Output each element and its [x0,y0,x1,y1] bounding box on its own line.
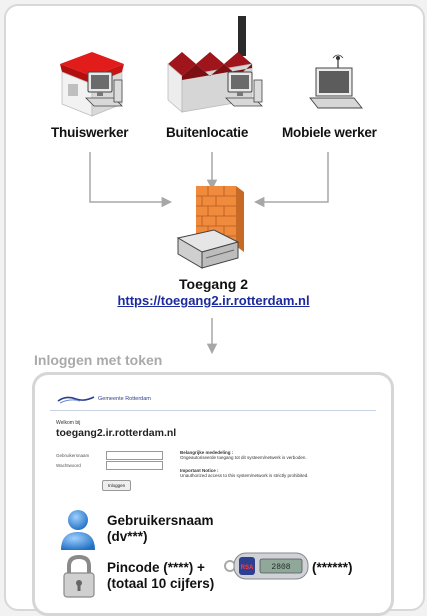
username-hint-line2: (dv***) [107,529,148,544]
laptop-icon [309,54,363,109]
lock-icon [63,554,95,598]
notice-nl: Belangrijke mededeling : Ongeautoriseerd… [180,450,370,460]
notice-nl-text: Ongeautoriseerde toegang tot dit systeem… [180,455,307,460]
login-page-screenshot: Gemeente Rotterdam Welkom bij toegang2.i… [50,388,376,500]
username-hint-line1: Gebruikersnaam [107,513,214,528]
password-field[interactable] [106,461,163,470]
org-name: Gemeente Rotterdam [98,396,151,402]
login-section-label: Inloggen met token [34,352,163,368]
token-display: 2808 [271,563,290,572]
firewall-icon [176,186,244,269]
thuiswerker-label: Thuiswerker [51,125,129,140]
buitenlocatie-label: Buitenlocatie [166,125,249,140]
computer-icon [225,71,263,107]
notice-en-text: Unauthorized access to this system/netwo… [180,473,309,478]
username-field[interactable] [106,451,163,460]
notice-en: Important Notice : Unauthorized access t… [180,468,370,478]
login-button[interactable]: Inloggen [102,480,131,491]
login-page-header: Gemeente Rotterdam [50,388,376,411]
username-hint: Gebruikersnaam (dv***) [107,513,214,545]
password-field-label: Wachtwoord [56,463,81,468]
welkom-text: Welkom bij [56,420,81,426]
gateway-url-link[interactable]: https://toegang2.ir.rotterdam.nl [117,293,310,308]
pincode-hint-line1: Pincode (****) + [107,560,205,575]
pincode-hint-line2: (totaal 10 cijfers) [107,576,215,591]
pincode-hint: Pincode (****) + (totaal 10 cijfers) [107,560,214,592]
rsa-token-icon: RSA 2808 [224,552,309,580]
mobiele-werker-label: Mobiele werker [282,125,377,140]
token-code-hint: (******) [312,560,353,575]
connection-arrows [89,152,329,355]
rotterdam-logo-icon [57,396,95,404]
user-icon [61,510,95,550]
computer-icon [85,71,123,107]
token-brand: RSA [241,565,254,571]
notice-en-title: Important Notice : [180,468,219,473]
gateway-title: Toegang 2 [179,276,248,292]
login-host: toegang2.ir.rotterdam.nl [56,427,177,439]
notice-nl-title: Belangrijke mededeling : [180,450,234,455]
username-field-label: Gebruikersnaam [56,453,90,458]
